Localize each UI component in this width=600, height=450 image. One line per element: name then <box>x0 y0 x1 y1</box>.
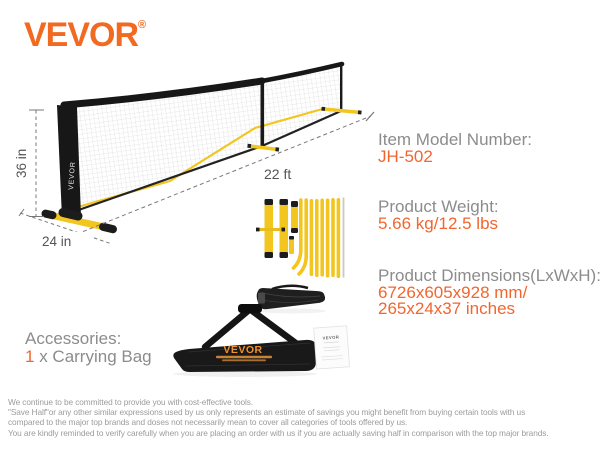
disclaimer-line: compared to the major top brands and dos… <box>8 417 408 428</box>
rolled-bag-body <box>256 288 326 310</box>
length-dimension-tick <box>365 111 375 122</box>
rolled-bag-buckle <box>258 292 265 304</box>
pole <box>289 236 294 254</box>
dimension-lines <box>18 109 375 245</box>
pole-cap <box>289 236 294 240</box>
spec-label-model: Item Model Number: <box>378 130 532 149</box>
registered-mark: ® <box>138 19 147 31</box>
carrying-bag-handle <box>238 304 262 313</box>
manual-illustration: VEVOR <box>313 325 350 370</box>
accessories-block: Accessories: 1 x Carrying Bag <box>25 330 152 365</box>
disclaimer-line: You are kindly reminded to verify carefu… <box>8 427 549 438</box>
pole <box>291 201 298 233</box>
net-brand-label: VEVOR <box>68 161 77 190</box>
net-left-base-joint <box>58 208 83 221</box>
disclaimer-line: "Save Half"or any other similar expressi… <box>8 407 526 418</box>
base-dimension-tick <box>18 208 25 217</box>
disclaimer-line: We continue to be committed to provide y… <box>8 397 254 407</box>
pole <box>336 198 341 278</box>
guy-rod <box>342 197 345 278</box>
spec-value-weight: 5.66 kg/12.5 lbs <box>378 213 499 233</box>
pole-cap <box>264 199 273 205</box>
rolled-bag-handle <box>271 284 309 291</box>
pole <box>331 198 335 277</box>
manual-line <box>321 355 343 358</box>
net-top-band <box>60 77 266 109</box>
carrying-bag-illustration: VEVOR <box>173 304 317 377</box>
carrying-bag-strap <box>201 306 253 351</box>
accessories-label: Accessories: <box>25 329 122 348</box>
pole <box>315 199 319 277</box>
net-mesh <box>262 66 341 147</box>
net-top-band <box>259 61 345 84</box>
accessories-value: 1 x Carrying Bag <box>25 346 152 366</box>
carrying-bag-seam <box>185 363 311 367</box>
spec-value-dimensions-metric: 6726x605x928 mm/ <box>378 282 528 302</box>
length-dimension-label: 22 ft <box>264 166 291 182</box>
pole-cap <box>291 201 298 207</box>
pole <box>325 198 330 278</box>
net-mesh <box>68 84 262 215</box>
net-right-base <box>322 107 362 115</box>
carrying-bag-shadow <box>173 371 317 377</box>
pole <box>320 198 324 277</box>
base-dimension-label: 24 in <box>42 234 71 249</box>
carrying-bag-strap <box>247 306 301 348</box>
carrying-bag-seam <box>187 342 311 353</box>
spec-label-dimensions: Product Dimensions(LxWxH): <box>378 266 600 285</box>
pole-cap <box>279 199 288 205</box>
net-right-post <box>340 65 343 112</box>
spec-item-weight: Product Weight: 5.66 kg/12.5 lbs <box>378 197 499 233</box>
manual-brand-label: VEVOR <box>322 334 339 340</box>
pole-cap <box>264 252 273 258</box>
rolled-bag-seam <box>261 299 319 303</box>
bag-brand-label: VEVOR <box>223 344 262 356</box>
vevor-logo-text: VEVOR <box>24 16 139 54</box>
bag-tagline-bar <box>222 359 266 362</box>
base-label-backdrop <box>38 232 92 248</box>
length-dimension-line <box>56 115 372 243</box>
net-center-post <box>260 83 265 147</box>
pole <box>297 198 308 276</box>
net-left-post <box>57 105 81 218</box>
pole-crossbar <box>257 228 284 231</box>
net-left-base-cap <box>41 209 57 220</box>
pole <box>291 198 303 270</box>
manual-line <box>323 341 339 344</box>
rolled-bag-illustration <box>256 284 326 314</box>
pole-cap <box>291 228 298 233</box>
net-left-base-cap <box>99 222 117 234</box>
pole-crossbar-cap <box>281 227 285 232</box>
disclaimer: We continue to be committed to provide y… <box>8 397 549 438</box>
height-dimension-label: 36 in <box>14 149 29 178</box>
spec-value-model: JH-502 <box>378 146 433 166</box>
pole <box>309 199 314 276</box>
rolled-bag-seam <box>262 292 321 298</box>
manual-line <box>323 346 341 349</box>
poles-illustration <box>256 197 345 278</box>
pole-cap <box>279 252 288 258</box>
spec-item-model: Item Model Number: JH-502 <box>378 130 532 166</box>
manual-line <box>321 358 343 361</box>
spec-item-dimensions: Product Dimensions(LxWxH): 6726x605x928 … <box>378 266 600 318</box>
accessories-quantity: 1 <box>25 346 35 366</box>
bag-tagline-bar <box>216 355 272 359</box>
base-dimension-line <box>19 212 113 245</box>
net-illustration: VEVOR <box>41 61 362 234</box>
spec-label-weight: Product Weight: <box>378 197 499 216</box>
spec-value-dimensions-imperial: 265x24x37 inches <box>378 299 516 318</box>
rolled-bag-shadow <box>258 308 326 314</box>
accessories-item: x Carrying Bag <box>34 346 152 366</box>
pole-crossbar-cap <box>256 227 260 232</box>
net-center-base <box>248 144 279 152</box>
net-left-base <box>46 211 108 231</box>
manual-line <box>324 349 340 352</box>
vevor-logo: VEVOR® <box>24 16 146 55</box>
